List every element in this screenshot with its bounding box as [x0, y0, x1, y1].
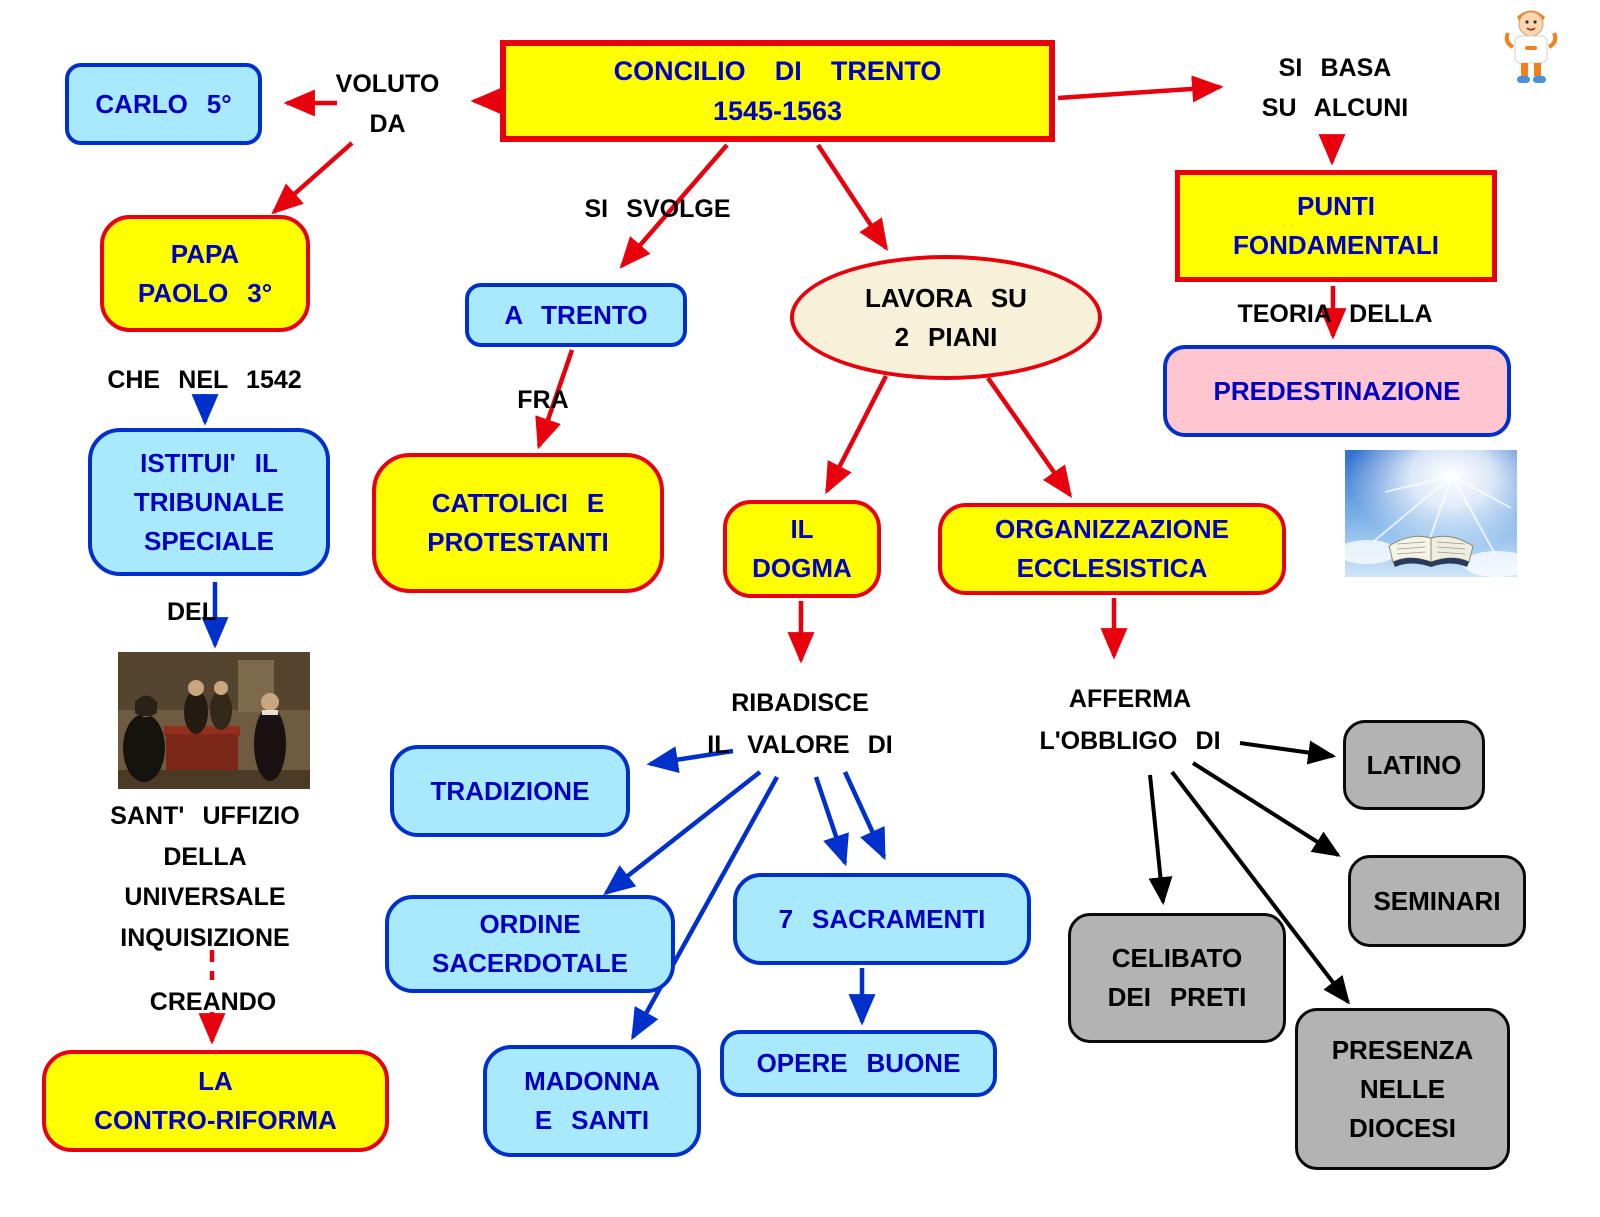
- label-si-basa: SI BASA SU ALCUNI: [1261, 54, 1409, 122]
- node-concilio-di-trento: CONCILIO DI TRENTO 1545-1563: [500, 40, 1055, 142]
- label-che-nel-1542: CHE NEL 1542: [107, 366, 302, 394]
- node-papa-paolo-iii: PAPA PAOLO 3°: [100, 215, 310, 332]
- label-afferma-obbligo: AFFERMA L'OBBLIGO DI: [1039, 685, 1221, 755]
- node-controriforma: LA CONTRO-RIFORMA: [42, 1050, 389, 1152]
- label-del: DEL: [167, 598, 217, 626]
- label-si-svolge: SI SVOLGE: [584, 195, 731, 223]
- label-fra: FRA: [517, 386, 569, 414]
- node-madonna-e-santi: MADONNA E SANTI: [483, 1045, 701, 1157]
- node-a-trento: A TRENTO: [465, 283, 687, 347]
- node-seminari: SEMINARI: [1348, 855, 1526, 947]
- node-lavora-su-2-piani: LAVORA SU 2 PIANI: [790, 255, 1102, 380]
- node-presenza-nelle-diocesi: PRESENZA NELLE DIOCESI: [1295, 1008, 1510, 1170]
- node-latino: LATINO: [1343, 720, 1485, 810]
- red-arrows: [198, 75, 1347, 1045]
- node-carlo-v: CARLO 5°: [65, 63, 262, 145]
- node-tribunale-speciale: ISTITUI' IL TRIBUNALE SPECIALE: [88, 428, 330, 576]
- label-teoria-della: TEORIA DELLA: [1237, 300, 1433, 328]
- concilio-years: 1545-1563: [712, 96, 843, 126]
- node-ordine-sacerdotale: ORDINE SACERDOTALE: [385, 895, 675, 993]
- node-predestinazione: PREDESTINAZIONE: [1163, 345, 1511, 437]
- inquisition-painting-art: [118, 652, 310, 789]
- inquisition-painting-image: [118, 652, 310, 789]
- bible-sky-art: [1345, 450, 1517, 577]
- node-opere-buone: OPERE BUONE: [720, 1030, 997, 1097]
- mascot-art: [1504, 10, 1558, 83]
- label-creando: CREANDO: [149, 988, 277, 1016]
- label-ribadisce: RIBADISCE IL VALORE DI: [707, 689, 893, 759]
- mascot-figure: [1497, 5, 1565, 87]
- node-7-sacramenti: 7 SACRAMENTI: [733, 873, 1031, 965]
- bible-sky-image: [1345, 450, 1517, 577]
- concilio-title: CONCILIO DI TRENTO: [613, 55, 942, 86]
- label-voluto-da: VOLUTO DA: [335, 70, 440, 138]
- black-arrows: [1148, 740, 1350, 1005]
- carlo-label: CARLO 5°: [95, 88, 232, 119]
- node-organizzazione-ecclesistica: ORGANIZZAZIONE ECCLESISTICA: [938, 503, 1286, 595]
- node-tradizione: TRADIZIONE: [390, 745, 630, 837]
- node-cattolici-protestanti: CATTOLICI E PROTESTANTI: [372, 453, 664, 593]
- node-punti-fondamentali: PUNTI FONDAMENTALI: [1175, 170, 1497, 282]
- label-sant-uffizio: SANT' UFFIZIO DELLA UNIVERSALE INQUISIZI…: [110, 802, 300, 952]
- node-il-dogma: IL DOGMA: [723, 500, 881, 598]
- blue-arrows: [191, 394, 887, 1041]
- node-celibato-dei-preti: CELIBATO DEI PRETI: [1068, 913, 1286, 1043]
